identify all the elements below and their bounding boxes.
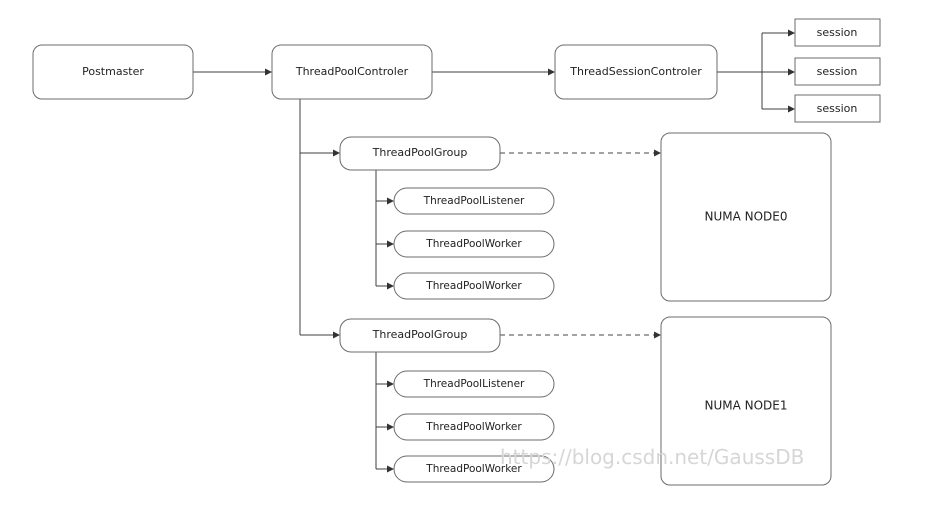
thread-pool-group-label: ThreadPoolGroup [372, 328, 468, 341]
thread-pool-worker-label: ThreadPoolWorker [425, 280, 522, 292]
postmaster-label: Postmaster [82, 65, 144, 78]
thread-pool-worker-0-1: ThreadPoolWorker [393, 230, 555, 258]
thread-pool-worker-1-1: ThreadPoolWorker [393, 413, 555, 441]
watermark-text: https://blog.csdn.net/GaussDB [500, 445, 804, 469]
thread-pool-worker-label: ThreadPoolWorker [425, 238, 522, 250]
session-node-1: session [794, 18, 881, 47]
thread-pool-worker-1-2: ThreadPoolWorker [393, 455, 555, 483]
thread-pool-controller-label: ThreadPoolControler [295, 65, 409, 78]
thread-pool-listener-label: ThreadPoolListener [423, 195, 525, 207]
numa-node-label: NUMA NODE0 [704, 210, 787, 224]
arrowhead-icon [387, 282, 394, 290]
arrowhead-icon [788, 68, 795, 76]
arrowhead-icon [333, 149, 340, 157]
thread-pool-listener-1: ThreadPoolListener [393, 370, 555, 398]
arrowhead-icon [788, 105, 795, 113]
thread-session-controller-node: ThreadSessionControler [554, 44, 718, 100]
arrowhead-icon [333, 331, 340, 339]
thread-pool-group-0: ThreadPoolGroup [339, 136, 501, 171]
arrowhead-icon [265, 68, 272, 76]
thread-pool-group-label: ThreadPoolGroup [372, 146, 468, 159]
session-label: session [817, 26, 858, 39]
arrowhead-icon [654, 149, 661, 157]
thread-pool-listener-label: ThreadPoolListener [423, 378, 525, 390]
arrowhead-icon [387, 197, 394, 205]
numa-node-1: NUMA NODE1 [660, 316, 832, 486]
session-label: session [817, 65, 858, 78]
thread-pool-worker-0-2: ThreadPoolWorker [393, 272, 555, 300]
thread-pool-worker-label: ThreadPoolWorker [425, 421, 522, 433]
connectors [193, 29, 795, 473]
arrowhead-icon [387, 465, 394, 473]
thread-pool-controller-node: ThreadPoolControler [271, 44, 433, 100]
thread-pool-group-1: ThreadPoolGroup [339, 318, 501, 353]
arrowhead-icon [788, 29, 795, 37]
arrowhead-icon [654, 331, 661, 339]
thread-pool-worker-label: ThreadPoolWorker [425, 463, 522, 475]
arrowhead-icon [387, 240, 394, 248]
numa-node-label: NUMA NODE1 [704, 399, 787, 413]
arrowhead-icon [387, 380, 394, 388]
session-node-2: session [794, 57, 881, 86]
arrowhead-icon [548, 68, 555, 76]
thread-pool-listener-0: ThreadPoolListener [393, 187, 555, 215]
arrowhead-icon [387, 423, 394, 431]
session-label: session [817, 102, 858, 115]
numa-node-0: NUMA NODE0 [660, 132, 832, 302]
thread-session-controller-label: ThreadSessionControler [569, 65, 702, 78]
session-node-3: session [794, 94, 881, 123]
postmaster-node: Postmaster [32, 44, 194, 100]
